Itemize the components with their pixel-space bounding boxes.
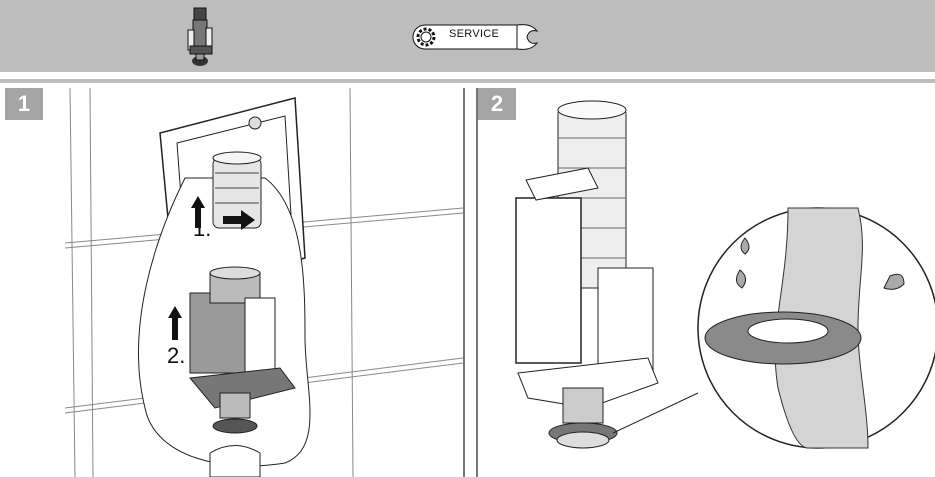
wrench-icon (515, 24, 545, 50)
step-number-2: 2 (478, 88, 516, 120)
step-2-panel: 2 (476, 88, 935, 477)
step-number-1: 1 (5, 88, 43, 120)
header-bar: SERVICE (0, 0, 935, 72)
step-2-illustration (515, 100, 935, 449)
gear-icon (416, 27, 436, 47)
service-badge: SERVICE (405, 18, 545, 56)
flush-valve-icon (187, 7, 213, 66)
sub-step-label: 2. (167, 343, 186, 368)
sub-step-label: 1. (193, 216, 212, 241)
service-label: SERVICE (449, 28, 500, 40)
step-1-panel: 1 1. 2. (5, 88, 465, 477)
step-1-illustration (64, 88, 463, 477)
section-divider (0, 73, 935, 84)
